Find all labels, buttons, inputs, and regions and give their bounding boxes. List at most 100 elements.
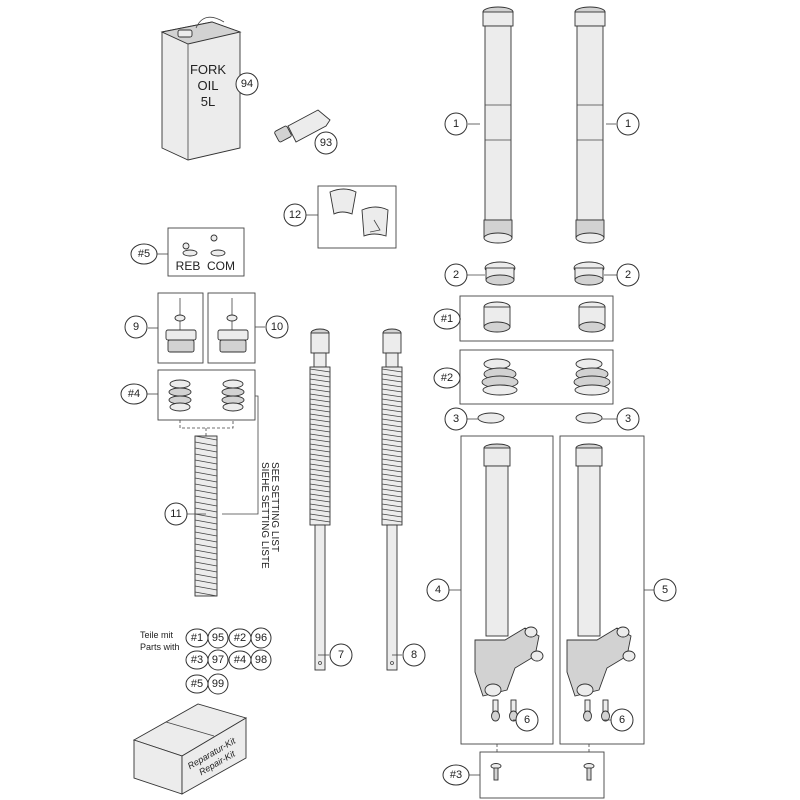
callout-1-right[interactable]: 1 <box>616 112 640 136</box>
svg-text:99: 99 <box>212 678 224 690</box>
svg-text:98: 98 <box>255 654 267 666</box>
callout-kit-1[interactable]: #1 <box>433 308 461 330</box>
callout-kit-3[interactable]: #3 <box>442 764 470 786</box>
callout-2-left[interactable]: 2 <box>444 263 468 287</box>
svg-text:9: 9 <box>133 321 139 333</box>
kit-3-box <box>479 751 605 799</box>
svg-text:93: 93 <box>320 137 332 149</box>
svg-text:#3: #3 <box>450 769 462 781</box>
svg-text:#2: #2 <box>441 372 453 384</box>
parts-with-set-4[interactable]: #4 <box>228 650 252 670</box>
kit-5-com-label: COM <box>207 259 235 273</box>
callout-5[interactable]: 5 <box>653 578 677 602</box>
spring-seat-right <box>221 379 245 412</box>
svg-text:2: 2 <box>625 269 631 281</box>
svg-text:11: 11 <box>170 508 181 520</box>
compression-adjuster-valve <box>217 298 249 353</box>
svg-text:6: 6 <box>524 714 530 726</box>
callout-12[interactable]: 12 <box>283 203 307 227</box>
inner-tube-right <box>566 443 636 722</box>
inner-tube-left <box>474 443 544 722</box>
parts-with-part-96[interactable]: 96 <box>250 627 272 649</box>
callout-3-right[interactable]: 3 <box>616 407 640 431</box>
oil-can-label-line1: FORK <box>190 62 226 77</box>
svg-text:12: 12 <box>289 209 301 221</box>
callout-kit-4[interactable]: #4 <box>120 383 148 405</box>
parts-with-part-95[interactable]: 95 <box>207 627 229 649</box>
repair-kit-box: Reparatur-Kit Repair-Kit <box>132 703 248 795</box>
callout-94[interactable]: 94 <box>235 72 259 96</box>
grease-tube <box>274 109 331 143</box>
callout-93[interactable]: 93 <box>314 131 338 155</box>
callout-kit-5[interactable]: #5 <box>130 243 158 265</box>
oil-can-label-line3: 5L <box>201 94 215 109</box>
callout-10[interactable]: 10 <box>265 315 289 339</box>
damper-cartridge-right <box>381 328 403 671</box>
svg-text:5: 5 <box>662 584 668 596</box>
svg-text:2: 2 <box>453 269 459 281</box>
kit-1-bushing-left <box>483 301 511 333</box>
svg-text:3: 3 <box>453 413 459 425</box>
parts-with-part-99[interactable]: 99 <box>207 673 229 695</box>
outer-tube-left <box>482 6 514 244</box>
svg-text:95: 95 <box>212 632 224 644</box>
svg-text:1: 1 <box>625 118 631 130</box>
parts-with-set-2[interactable]: #2 <box>228 628 252 648</box>
svg-text:10: 10 <box>271 321 283 333</box>
svg-text:3: 3 <box>625 413 631 425</box>
svg-text:#3: #3 <box>191 654 203 666</box>
svg-text:8: 8 <box>411 649 417 661</box>
o-ring-left <box>477 412 505 424</box>
kit-2-seals-left <box>481 358 519 396</box>
part-12-box <box>317 185 397 249</box>
parts-with-part-97[interactable]: 97 <box>207 649 229 671</box>
svg-text:#5: #5 <box>138 248 150 260</box>
setting-list-note: SIEHE SETTING LISTE SEE SETTING LIST <box>259 462 280 569</box>
kit-3-screw-right <box>583 763 595 781</box>
svg-text:#1: #1 <box>441 313 453 325</box>
damper-cartridge-left <box>309 328 331 671</box>
parts-with-set-5[interactable]: #5 <box>185 674 209 694</box>
oil-can-label-line2: OIL <box>198 78 219 93</box>
callout-6-right[interactable]: 6 <box>610 708 634 732</box>
kit-2-seals-right <box>573 358 611 396</box>
o-ring-right <box>575 412 603 424</box>
svg-text:#2: #2 <box>234 632 246 644</box>
parts-with-label-en: Parts with <box>140 642 180 652</box>
svg-text:6: 6 <box>619 714 625 726</box>
callout-6-left[interactable]: 6 <box>515 708 539 732</box>
parts-with-part-98[interactable]: 98 <box>250 649 272 671</box>
callout-kit-2[interactable]: #2 <box>433 367 461 389</box>
svg-text:#4: #4 <box>128 388 140 400</box>
svg-text:#5: #5 <box>191 678 203 690</box>
guide-bush-left <box>484 261 516 286</box>
slide-tool <box>329 188 389 237</box>
svg-text:1: 1 <box>453 118 459 130</box>
callout-8[interactable]: 8 <box>402 643 426 667</box>
callout-4[interactable]: 4 <box>426 578 450 602</box>
kit-1-bushing-right <box>578 301 606 333</box>
parts-with-set-3[interactable]: #3 <box>185 650 209 670</box>
fork-oil-can: FORK OIL 5L <box>160 16 242 161</box>
svg-text:96: 96 <box>255 632 267 644</box>
kit-5-box <box>167 227 245 277</box>
callout-1-left[interactable]: 1 <box>444 112 468 136</box>
kit-4-box <box>157 369 256 421</box>
svg-text:4: 4 <box>435 584 441 596</box>
kit-5-reb-label: REB <box>176 259 201 273</box>
parts-with-label-de: Teile mit <box>140 630 174 640</box>
kit-5-screws <box>182 234 226 257</box>
part-10-box <box>207 292 256 364</box>
callout-9[interactable]: 9 <box>124 315 148 339</box>
setting-list-en: SEE SETTING LIST <box>269 462 280 552</box>
rebound-adjuster-valve <box>165 298 197 353</box>
callout-2-right[interactable]: 2 <box>616 263 640 287</box>
part-9-box <box>157 292 204 364</box>
parts-with-set-1[interactable]: #1 <box>185 628 209 648</box>
callout-11[interactable]: 11 <box>164 502 188 526</box>
callout-7[interactable]: 7 <box>329 643 353 667</box>
callout-3-left[interactable]: 3 <box>444 407 468 431</box>
kit-3-screw-left <box>490 763 502 781</box>
